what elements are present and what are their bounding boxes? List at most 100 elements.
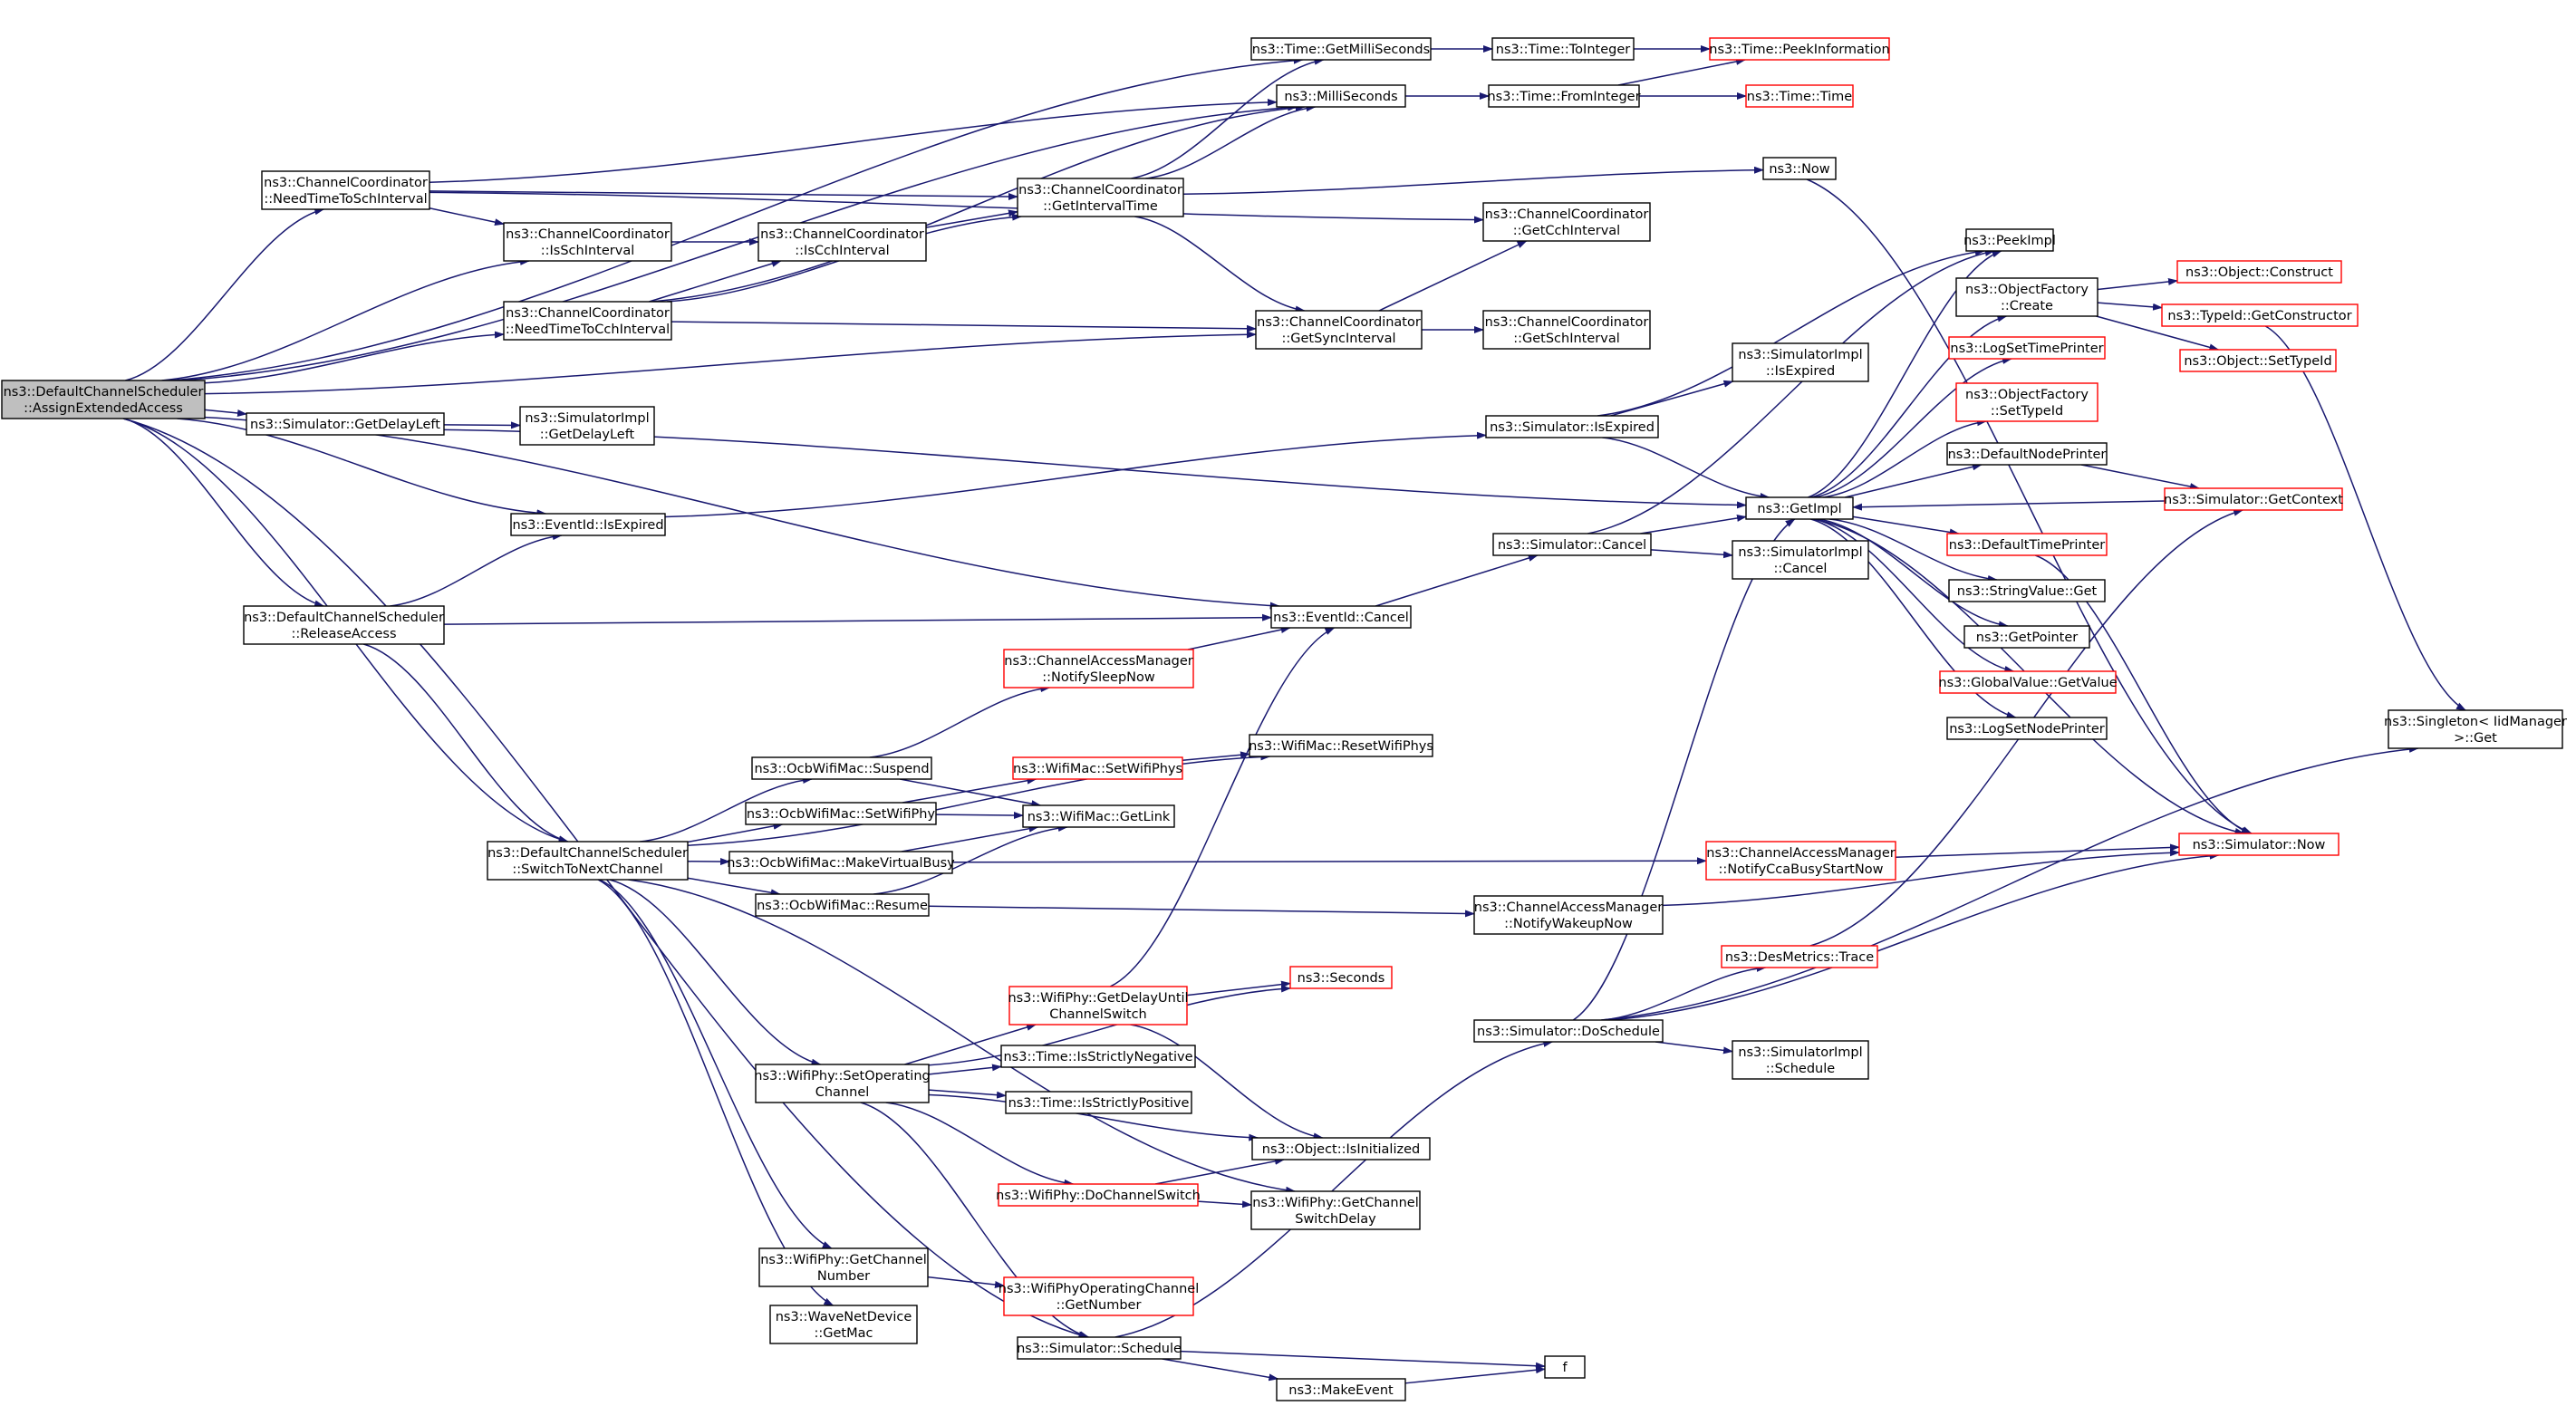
edge-getConstructor-to-singletonGet <box>2264 325 2466 711</box>
node-label: ns3::DefaultNodePrinter <box>1948 448 2107 462</box>
node-label: ::NotifyCcaBusyStartNow <box>1719 862 1884 877</box>
edge-simCancel-to-getImpl <box>1640 515 1747 534</box>
node-label: ns3::StringValue::Get <box>1957 584 2098 599</box>
node-setTypeIdObj[interactable]: ns3::Object::SetTypeId <box>2179 349 2337 372</box>
node-switchToNextChannel[interactable]: ns3::DefaultChannelScheduler::SwitchToNe… <box>487 841 689 881</box>
node-resetWifiPhys[interactable]: ns3::WifiMac::ResetWifiPhys <box>1249 734 1433 757</box>
edge-objectFactoryCreate-to-getConstructor <box>2097 302 2163 311</box>
edge-getDelayUntilChannelSwitch-to-seconds <box>1186 980 1291 997</box>
node-getIntervalTime[interactable]: ns3::ChannelCoordinator::GetIntervalTime <box>1017 178 1184 217</box>
node-time[interactable]: ns3::Time::Time <box>1745 84 1854 108</box>
edge-getDelayUntilChannelSwitch-to-objectIsInitialized <box>1130 1024 1324 1141</box>
node-ocbSetWifiPhy[interactable]: ns3::OcbWifiMac::SetWifiPhy <box>745 802 937 825</box>
node-getConstructor[interactable]: ns3::TypeId::GetConstructor <box>2161 303 2359 327</box>
edge-getContext-to-getImpl <box>1852 500 2166 511</box>
node-doChannelSwitch[interactable]: ns3::WifiPhy::DoChannelSwitch <box>996 1183 1201 1207</box>
node-simGetDelayLeft[interactable]: ns3::Simulator::GetDelayLeft <box>246 412 445 436</box>
node-makeVirtualBusy[interactable]: ns3::OcbWifiMac::MakeVirtualBusy <box>727 851 955 874</box>
node-ocbResume[interactable]: ns3::OcbWifiMac::Resume <box>755 893 930 917</box>
node-box <box>2178 833 2340 856</box>
node-defaultTimePrinter[interactable]: ns3::DefaultTimePrinter <box>1946 533 2108 556</box>
node-simImplCancel[interactable]: ns3::SimulatorImpl::Cancel <box>1732 540 1869 580</box>
node-simIsExpired[interactable]: ns3::Simulator::IsExpired <box>1485 415 1659 438</box>
node-label: ns3::WifiPhy::GetChannel <box>1252 1196 1419 1210</box>
node-label: ns3::Time::PeekInformation <box>1709 43 1889 57</box>
node-simImplIsExpired[interactable]: ns3::SimulatorImpl::IsExpired <box>1732 342 1869 382</box>
node-simImplGetDelayLeft[interactable]: ns3::SimulatorImpl::GetDelayLeft <box>519 406 655 446</box>
node-needTimeToSch[interactable]: ns3::ChannelCoordinator::NeedTimeToSchIn… <box>261 170 430 210</box>
node-getContext[interactable]: ns3::Simulator::GetContext <box>2164 487 2343 511</box>
node-milliSeconds[interactable]: ns3::MilliSeconds <box>1276 84 1406 108</box>
node-makeEvent[interactable]: ns3::MakeEvent <box>1276 1378 1406 1401</box>
node-simDoSchedule[interactable]: ns3::Simulator::DoSchedule <box>1473 1019 1664 1043</box>
node-label: ::SwitchToNextChannel <box>512 862 662 877</box>
node-box <box>769 1305 918 1344</box>
node-isStrictlyNegative[interactable]: ns3::Time::IsStrictlyNegative <box>1000 1045 1196 1068</box>
node-label: ns3::Time::IsStrictlyNegative <box>1003 1050 1192 1064</box>
node-notifyCcaBusy[interactable]: ns3::ChannelAccessManager::NotifyCcaBusy… <box>1705 841 1896 881</box>
node-desMetricsTrace[interactable]: ns3::DesMetrics::Trace <box>1721 945 1878 968</box>
node-objectIsInitialized[interactable]: ns3::Object::IsInitialized <box>1251 1137 1431 1160</box>
node-setWifiPhys[interactable]: ns3::WifiMac::SetWifiPhys <box>1012 756 1183 780</box>
node-box <box>1482 202 1651 242</box>
node-label: ns3::DesMetrics::Trace <box>1725 950 1874 965</box>
node-defaultNodePrinter[interactable]: ns3::DefaultNodePrinter <box>1946 442 2108 466</box>
node-label: ns3::ChannelCoordinator <box>264 176 428 190</box>
node-simImplSchedule[interactable]: ns3::SimulatorImpl::Schedule <box>1732 1040 1869 1080</box>
node-stringValueGet[interactable]: ns3::StringValue::Get <box>1948 579 2106 602</box>
node-isStrictlyPositive[interactable]: ns3::Time::IsStrictlyPositive <box>1005 1091 1192 1114</box>
edge-eventIdIsExpired-to-simIsExpired <box>664 431 1487 518</box>
edge-needTimeToCch-to-getSyncInterval <box>671 321 1257 332</box>
node-simCancel[interactable]: ns3::Simulator::Cancel <box>1492 533 1652 556</box>
node-seconds[interactable]: ns3::Seconds <box>1289 966 1393 989</box>
node-wpocGetNumber[interactable]: ns3::WifiPhyOperatingChannel::GetNumber <box>999 1276 1199 1316</box>
node-objectConstruct[interactable]: ns3::Object::Construct <box>2176 260 2342 284</box>
node-peekInformation[interactable]: ns3::Time::PeekInformation <box>1709 37 1890 61</box>
node-ofSetTypeId[interactable]: ns3::ObjectFactory::SetTypeId <box>1955 382 2098 422</box>
node-singletonGet[interactable]: ns3::Singleton< IidManager>::Get <box>2384 709 2567 749</box>
node-isCchInterval[interactable]: ns3::ChannelCoordinator::IsCchInterval <box>757 222 927 262</box>
node-fromInteger[interactable]: ns3::Time::FromInteger <box>1487 84 1641 108</box>
edge-root-to-milliSeconds <box>180 103 1298 381</box>
node-getMilliSeconds[interactable]: ns3::Time::GetMilliSeconds <box>1250 37 1432 61</box>
node-label: ::Cancel <box>1774 562 1828 576</box>
node-logSetTimePrinter[interactable]: ns3::LogSetTimePrinter <box>1948 336 2106 360</box>
node-eventIdCancel[interactable]: ns3::EventId::Cancel <box>1270 605 1412 629</box>
node-objectFactoryCreate[interactable]: ns3::ObjectFactory::Create <box>1955 277 2098 317</box>
node-simulatorNow[interactable]: ns3::Simulator::Now <box>2178 833 2340 856</box>
node-toInteger[interactable]: ns3::Time::ToInteger <box>1491 37 1635 61</box>
node-getPointer[interactable]: ns3::GetPointer <box>1963 625 2090 649</box>
edge-ocbSuspend-to-notifySleepNow <box>869 685 1051 758</box>
node-label: ns3::LogSetTimePrinter <box>1950 342 2103 356</box>
node-notifySleepNow[interactable]: ns3::ChannelAccessManager::NotifySleepNo… <box>1003 649 1194 689</box>
node-getSyncInterval[interactable]: ns3::ChannelCoordinator::GetSyncInterval <box>1255 310 1423 350</box>
node-needTimeToCch[interactable]: ns3::ChannelCoordinator::NeedTimeToCchIn… <box>503 301 672 341</box>
node-isSchInterval[interactable]: ns3::ChannelCoordinator::IsSchInterval <box>503 222 672 262</box>
node-simSchedule[interactable]: ns3::Simulator::Schedule <box>1017 1336 1182 1360</box>
node-label: ns3::WaveNetDevice <box>776 1310 912 1324</box>
node-getImpl[interactable]: ns3::GetImpl <box>1745 496 1854 520</box>
node-waveGetMac[interactable]: ns3::WaveNetDevice::GetMac <box>769 1305 918 1344</box>
node-label: ns3::TypeId::GetConstructor <box>2167 309 2351 323</box>
node-globalValueGetValue[interactable]: ns3::GlobalValue::GetValue <box>1938 670 2118 694</box>
node-ocbSuspend[interactable]: ns3::OcbWifiMac::Suspend <box>751 756 932 780</box>
node-label: ns3::Simulator::Now <box>2193 838 2326 852</box>
node-label: ns3::SimulatorImpl <box>1738 545 1862 560</box>
node-logSetNodePrinter[interactable]: ns3::LogSetNodePrinter <box>1946 717 2108 740</box>
node-releaseAccess[interactable]: ns3::DefaultChannelScheduler::ReleaseAcc… <box>243 605 445 645</box>
node-label: ns3::DefaultChannelScheduler <box>244 611 444 625</box>
node-now[interactable]: ns3::Now <box>1762 157 1837 180</box>
node-f[interactable]: f <box>1544 1355 1586 1379</box>
node-box <box>1473 1019 1664 1043</box>
node-eventIdIsExpired[interactable]: ns3::EventId::IsExpired <box>510 513 666 536</box>
node-peekImpl[interactable]: ns3::PeekImpl <box>1963 228 2056 252</box>
node-getLink[interactable]: ns3::WifiMac::GetLink <box>1022 804 1175 828</box>
node-notifyWakeupNow[interactable]: ns3::ChannelAccessManager::NotifyWakeupN… <box>1473 895 1664 935</box>
node-getCchInterval[interactable]: ns3::ChannelCoordinator::GetCchInterval <box>1482 202 1651 242</box>
node-root[interactable]: ns3::DefaultChannelScheduler::AssignExte… <box>1 380 206 419</box>
node-getSchInterval[interactable]: ns3::ChannelCoordinator::GetSchInterval <box>1482 310 1651 350</box>
